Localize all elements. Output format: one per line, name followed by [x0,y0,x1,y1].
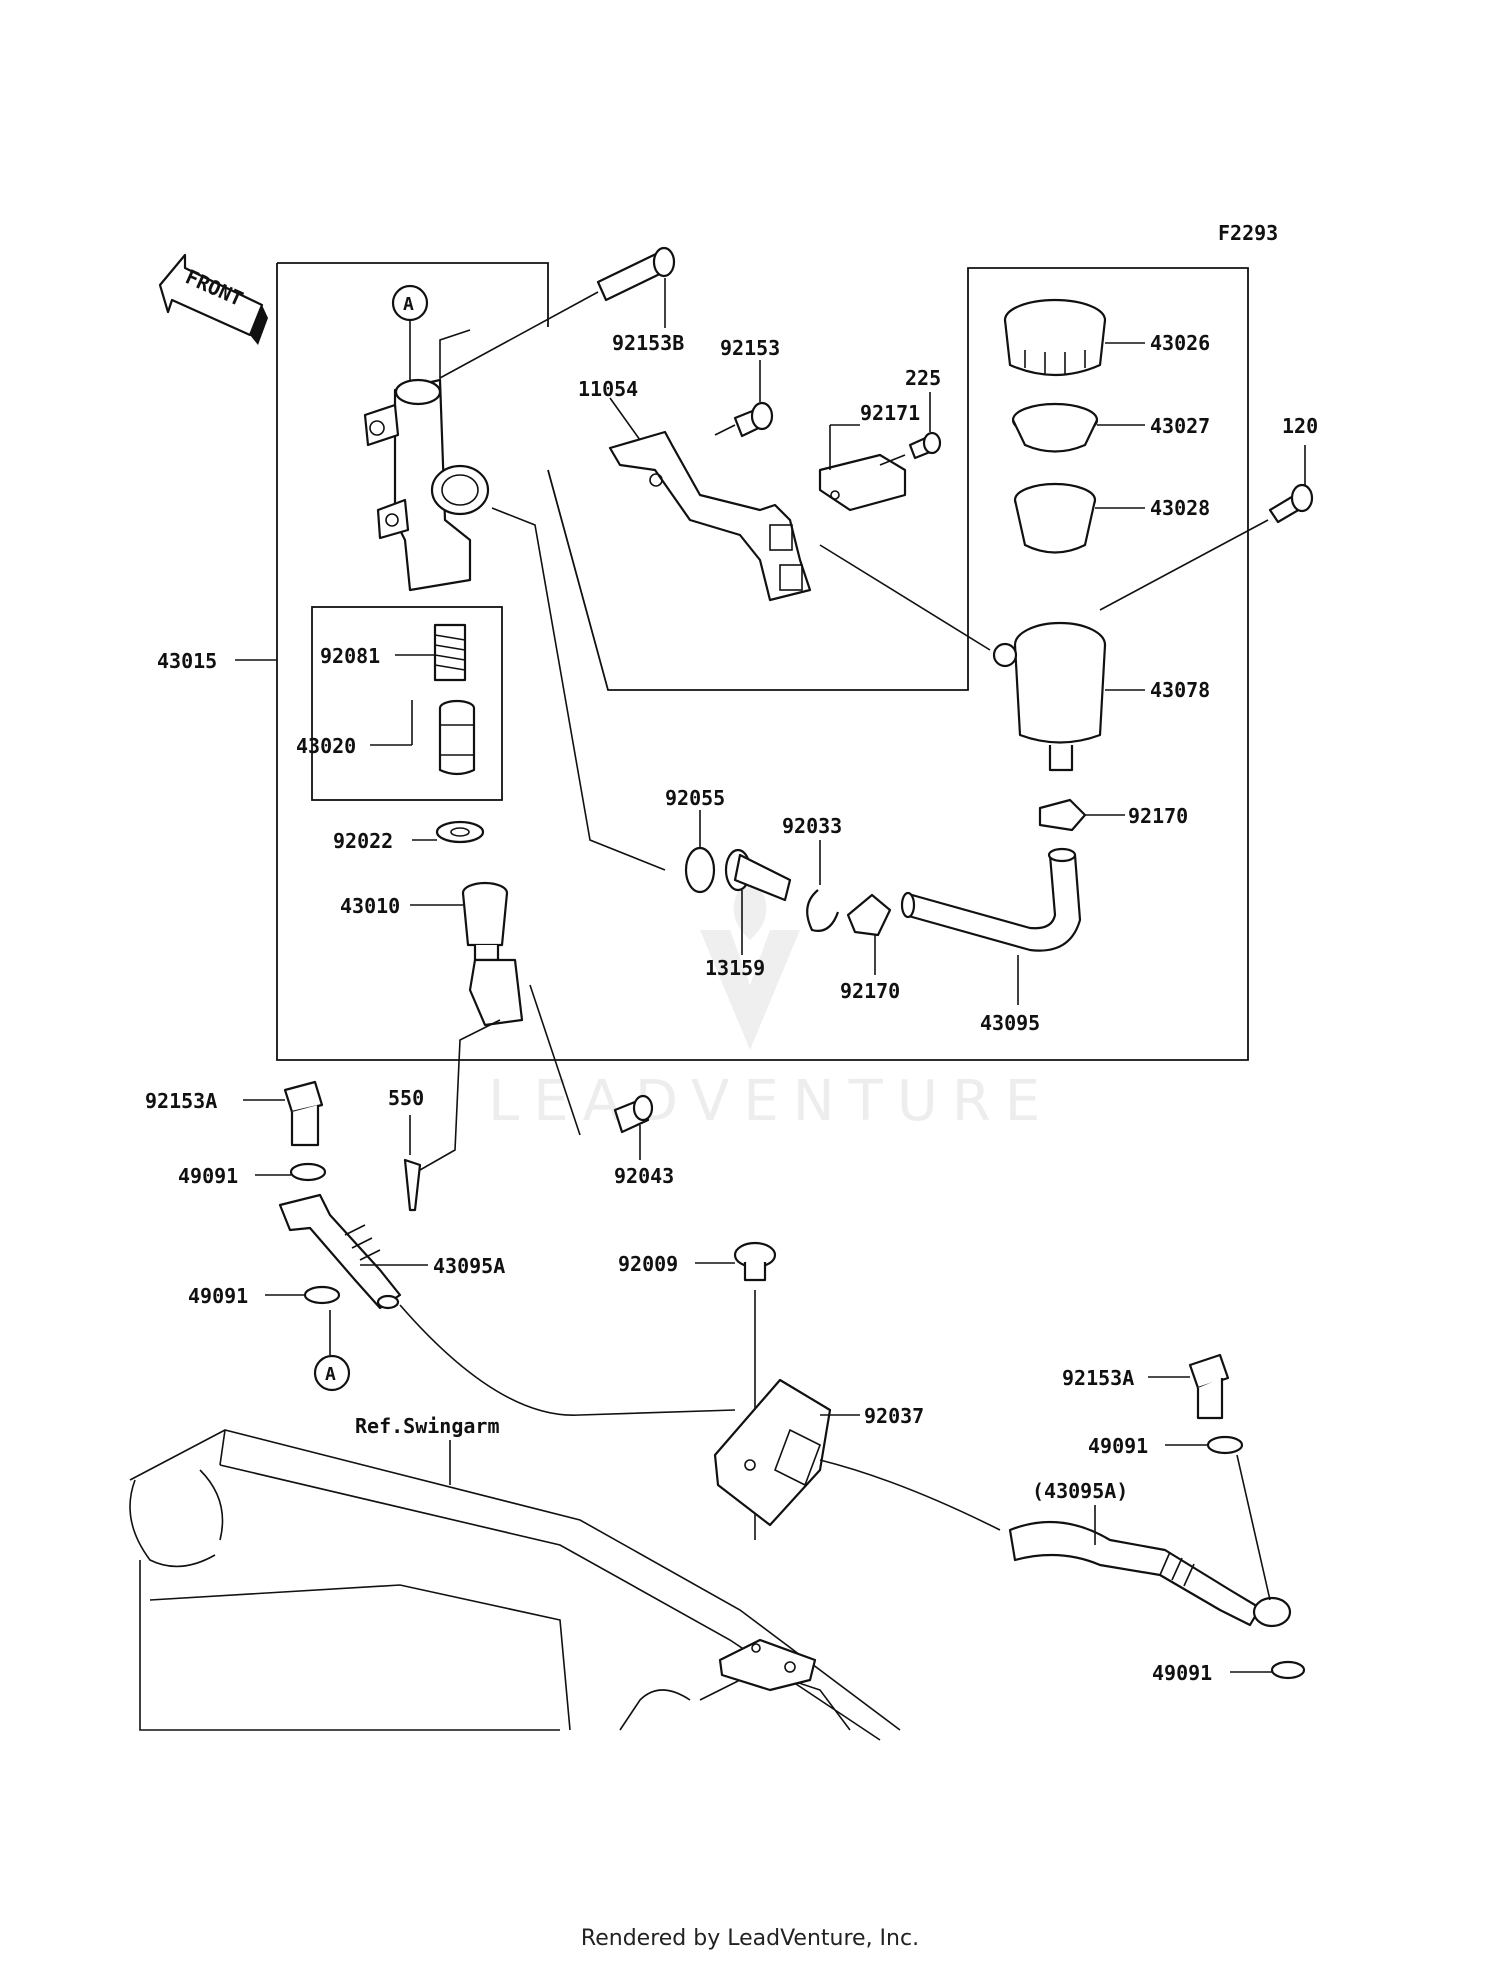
hose-43095a-lower [1008,1454,1292,1628]
label-225: 225 [905,366,941,390]
washer-49091-lower-left: A [265,1285,351,1392]
label-92055: 92055 [665,786,725,810]
diaphragm-43028 [1013,482,1145,554]
diaphragm-plate-43027 [1011,402,1145,453]
washer-49091-upper-left [255,1162,327,1182]
washer-49091-upper-right [1165,1435,1244,1455]
clamp-92037 [713,1378,1001,1531]
label-92171: 92171 [860,401,920,425]
reservoir-cap-43026 [1003,298,1145,377]
clip-92170-lower [846,893,892,975]
footer-credit: Rendered by LeadVenture, Inc. [580,1926,920,1951]
banjo-bolt-92153a-left [243,1080,324,1147]
piston-43020 [370,699,476,776]
front-arrow-icon: FRONT [158,253,268,345]
piston-kit-frame [311,606,503,801]
pin-92153b [439,246,676,379]
callout-a-bottom: A [325,1364,336,1385]
label-92170-lower: 92170 [840,979,900,1003]
label-49091-lower-right: 49091 [1152,1661,1212,1685]
label-92170-upper: 92170 [1128,804,1188,828]
pin-92043 [613,1094,654,1160]
label-92043: 92043 [614,1164,674,1188]
washer-49091-lower-right [1230,1660,1306,1680]
label-11054: 11054 [578,377,638,401]
bolt-92153 [714,360,774,438]
clamp-92171 [818,424,907,512]
bracket-11054 [608,397,812,602]
label-43028: 43028 [1150,496,1210,520]
label-120: 120 [1282,414,1318,438]
diagram-code: F2293 [1218,221,1278,245]
seal-92022 [412,820,485,844]
watermark-text: LEADVENTURE [488,1069,1054,1134]
label-49091-upper-right: 49091 [1088,1434,1148,1458]
circlip-92033 [806,840,840,932]
label-92153a-left: 92153A [145,1089,217,1113]
label-92081: 92081 [320,644,380,668]
label-13159: 13159 [705,956,765,980]
label-43015: 43015 [157,649,217,673]
reservoir-43078 [819,544,1145,772]
hose-43095 [900,847,1082,1005]
label-43020: 43020 [296,734,356,758]
label-43095a: 43095A [433,1254,505,1278]
hose-43095a-upper [278,1193,736,1416]
assembly-frame [276,262,1249,1061]
swingarm-outline [129,1429,901,1741]
clip-92170-upper [1038,798,1125,832]
label-43095a-ref: (43095A) [1032,1479,1128,1503]
label-43095: 43095 [980,1011,1040,1035]
master-cylinder-body: A [363,284,490,592]
label-49091-lower-left: 49091 [188,1284,248,1308]
o-ring-92055 [684,810,716,894]
label-43010: 43010 [340,894,400,918]
reference-swingarm: Ref.Swingarm [355,1414,500,1438]
label-43027: 43027 [1150,414,1210,438]
screw-225 [879,392,942,466]
push-rod-43010 [410,881,581,1171]
label-92033: 92033 [782,814,842,838]
label-43078: 43078 [1150,678,1210,702]
cotter-pin-550 [403,1115,422,1212]
callout-a-top: A [403,294,414,315]
spring-92081 [395,623,467,682]
banjo-bolt-92153a-right [1148,1353,1230,1420]
label-43026: 43026 [1150,331,1210,355]
label-92153: 92153 [720,336,780,360]
label-92153b: 92153B [612,331,684,355]
label-550: 550 [388,1086,424,1110]
label-92022: 92022 [333,829,393,853]
label-49091-upper-left: 49091 [178,1164,238,1188]
fitting-13159 [724,848,792,955]
label-92037: 92037 [864,1404,924,1428]
label-92009: 92009 [618,1252,678,1276]
label-92153a-right: 92153A [1062,1366,1134,1390]
leadventure-watermark: LEADVENTURE [488,880,1054,1134]
screw-120 [1099,445,1314,611]
